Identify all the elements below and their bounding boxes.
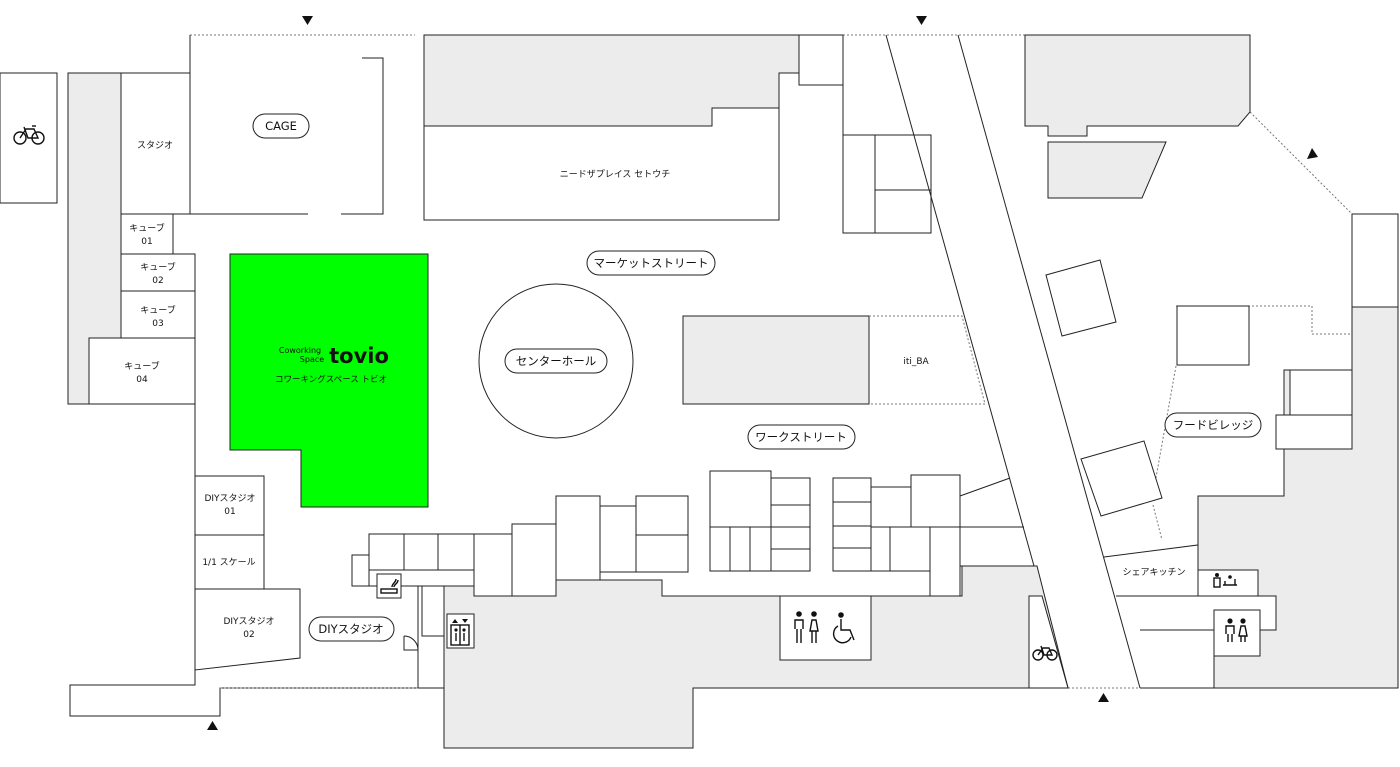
bicycle-parking-left xyxy=(0,72,58,204)
food-village-label: フードビレッジ xyxy=(1173,418,1254,432)
restroom-right[interactable] xyxy=(1213,609,1261,657)
cage-area[interactable]: CAGE xyxy=(189,57,384,215)
studio-room[interactable]: スタジオ xyxy=(120,72,191,215)
food-village[interactable]: フードビレッジ xyxy=(1045,259,1352,541)
restroom-center[interactable] xyxy=(779,595,872,661)
diy-studio-01-label: DIYスタジオ xyxy=(204,493,255,504)
cage-label: CAGE xyxy=(265,119,297,133)
elevator[interactable] xyxy=(446,613,475,649)
lower-rooms xyxy=(351,470,1037,688)
restroom-icon xyxy=(1225,618,1248,642)
tovio-kana: コワーキングスペース トビオ xyxy=(275,374,387,385)
diy-studio-01-number: 01 xyxy=(224,507,235,517)
cube-04[interactable]: キューブ 04 xyxy=(88,337,196,405)
diy-studio-01[interactable]: DIYスタジオ 01 xyxy=(194,475,265,536)
studio-label: スタジオ xyxy=(137,140,173,151)
iti-ba[interactable]: iti_BA xyxy=(682,315,986,405)
center-hall[interactable]: センターホール xyxy=(478,283,634,439)
cube-02-label: キューブ xyxy=(140,261,175,273)
small-room xyxy=(798,34,844,86)
needs-place[interactable]: ニードザプレイス セトウチ xyxy=(423,34,800,221)
bicycle-icon xyxy=(13,125,45,145)
work-street[interactable]: ワークストリート xyxy=(747,424,856,450)
diy-studio-pill[interactable]: DIYスタジオ xyxy=(308,616,395,642)
diy-studio-02[interactable]: DIYスタジオ 02 xyxy=(194,588,301,671)
top-right-area xyxy=(1024,34,1251,137)
tovio-small-2: Space xyxy=(300,355,324,364)
cube-04-number: 04 xyxy=(136,375,148,385)
restroom-icon xyxy=(794,611,819,643)
top-rooms xyxy=(842,35,932,234)
needs-place-label: ニードザプレイス セトウチ xyxy=(560,169,671,180)
cube-01[interactable]: キューブ 01 xyxy=(120,213,174,255)
cube-03[interactable]: キューブ 03 xyxy=(120,290,196,339)
diy-studio-label: DIYスタジオ xyxy=(318,622,383,636)
smoking-area[interactable] xyxy=(376,573,402,599)
entrance-arrow-icon xyxy=(207,16,1318,730)
nursing-room-icon xyxy=(1213,573,1237,588)
cube-02[interactable]: キューブ 02 xyxy=(120,253,196,292)
smoking-icon xyxy=(380,578,399,594)
tovio-coworking-space[interactable]: Coworking Space tovio コワーキングスペース トビオ xyxy=(229,253,429,508)
cube-01-label: キューブ xyxy=(129,222,164,234)
work-street-label: ワークストリート xyxy=(755,430,847,444)
cube-03-label: キューブ xyxy=(140,304,175,316)
tovio-small-1: Coworking xyxy=(279,346,321,355)
market-street-label: マーケットストリート xyxy=(594,256,709,270)
market-street[interactable]: マーケットストリート xyxy=(586,250,716,276)
diy-studio-02-label: DIYスタジオ xyxy=(223,616,274,627)
tovio-logo: tovio xyxy=(329,344,389,368)
scale-room-label: 1/1 スケール xyxy=(202,557,255,568)
cube-03-number: 03 xyxy=(152,319,163,329)
cube-04-label: キューブ xyxy=(124,360,159,372)
nursing-room[interactable] xyxy=(1197,569,1259,597)
cube-02-number: 02 xyxy=(152,276,163,286)
elevator-icon xyxy=(450,619,470,646)
scale-room[interactable]: 1/1 スケール xyxy=(194,534,265,590)
iti-ba-label: iti_BA xyxy=(903,357,929,367)
wheelchair-icon xyxy=(832,612,855,644)
cube-01-number: 01 xyxy=(141,237,152,247)
bicycle-icon xyxy=(1032,645,1058,661)
center-hall-label: センターホール xyxy=(516,354,597,368)
share-kitchen[interactable]: シェアキッチン xyxy=(1103,544,1199,597)
diy-studio-02-number: 02 xyxy=(243,630,254,640)
share-kitchen-label: シェアキッチン xyxy=(1122,567,1185,578)
